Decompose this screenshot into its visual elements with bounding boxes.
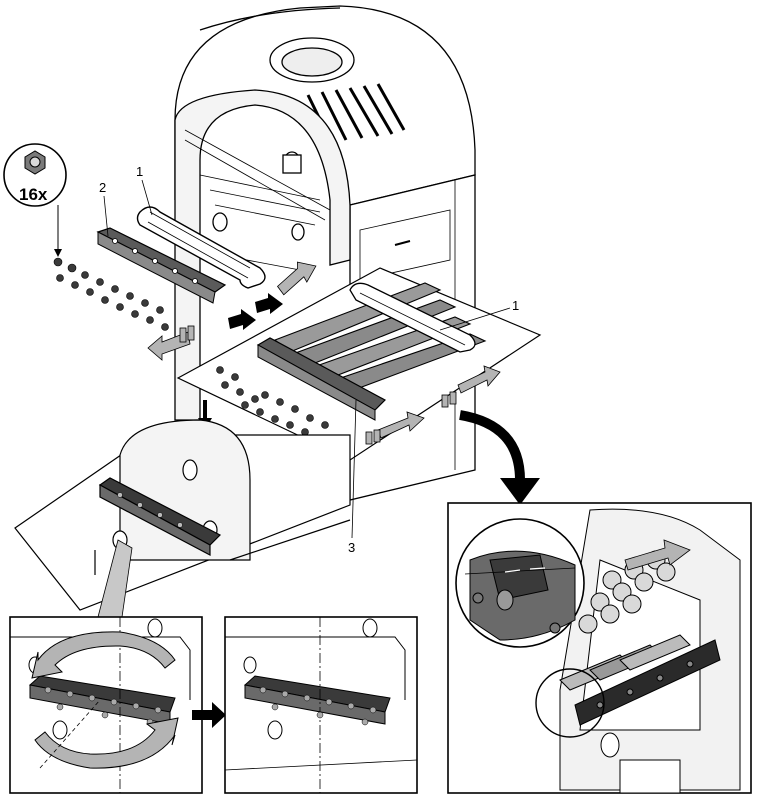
- turbulator-tube-exploded: [136, 206, 266, 289]
- curved-arrow-icon: [459, 410, 540, 505]
- nut-quantity-callout: 16x: [3, 143, 67, 257]
- callout-labels-left: 2 1: [99, 164, 153, 237]
- callout-1b: 1: [512, 298, 519, 313]
- nuts-exploded-grid: [53, 257, 169, 331]
- rotate-arrow-icon: [31, 631, 179, 769]
- callout-3: 3: [348, 540, 355, 555]
- panel-before-rotation: [9, 616, 203, 794]
- interior-tubes: [212, 151, 305, 241]
- direction-arrows-dark: [228, 293, 283, 330]
- callout-2: 2: [99, 180, 106, 195]
- lower-boiler-view: [14, 419, 351, 611]
- direction-arrows-upper: [147, 261, 317, 361]
- baffle-plate-exploded: [96, 227, 227, 304]
- detail-magnifier-bottom: [535, 668, 605, 738]
- turbulator-tray: 1 3: [176, 267, 542, 555]
- panel-detail-view: [447, 502, 752, 794]
- panel-after-rotation: [224, 616, 418, 794]
- callout-1a: 1: [136, 164, 143, 179]
- arrow-right-icon: [192, 702, 226, 728]
- tube-bundle: [273, 282, 487, 398]
- quantity-label: 16x: [19, 185, 48, 204]
- detail-magnifier-top: [455, 518, 585, 648]
- nut-icon: [24, 150, 46, 175]
